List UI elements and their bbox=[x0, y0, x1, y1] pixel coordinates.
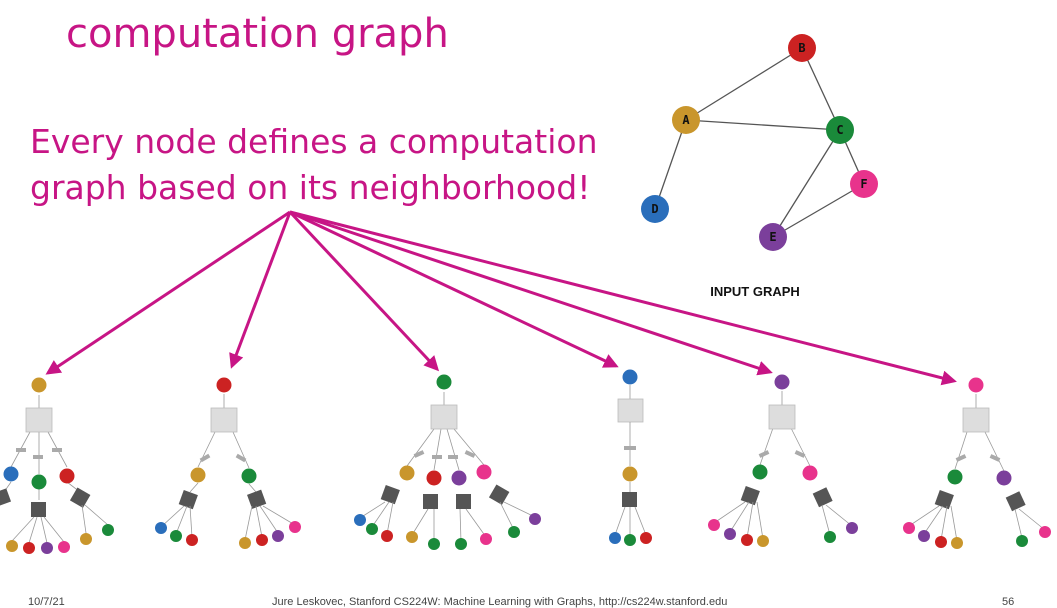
arrow-to-tree-c bbox=[288, 210, 440, 372]
node-label-a: A bbox=[682, 113, 690, 127]
node-label-c: C bbox=[836, 123, 843, 137]
slide-title: computation graph bbox=[66, 11, 449, 57]
computation-tree-d bbox=[609, 369, 652, 546]
computation-tree-b bbox=[155, 377, 301, 549]
computation-tree-f bbox=[903, 377, 1051, 549]
computation-trees bbox=[0, 369, 1051, 554]
footer-date: 10/7/21 bbox=[28, 596, 65, 608]
edge-c-e bbox=[772, 129, 841, 238]
node-label-f: F bbox=[860, 177, 867, 191]
subtitle-line-2: graph based on its neighborhood! bbox=[30, 168, 591, 207]
edge-a-b bbox=[685, 47, 803, 121]
computation-tree-e bbox=[708, 374, 858, 547]
node-label-e: E bbox=[769, 230, 776, 244]
edge-a-d bbox=[654, 119, 687, 210]
computation-tree-a bbox=[0, 377, 114, 554]
arrow-to-tree-e bbox=[289, 210, 773, 376]
pointer-arrows bbox=[45, 210, 957, 386]
input-node-d: D bbox=[641, 195, 669, 223]
edge-a-c bbox=[685, 119, 841, 131]
arrow-to-tree-d bbox=[289, 210, 619, 368]
input-node-c: C bbox=[826, 116, 854, 144]
input-node-a: A bbox=[672, 106, 700, 134]
input-node-e: E bbox=[759, 223, 787, 251]
input-node-f: F bbox=[850, 170, 878, 198]
node-label-b: B bbox=[798, 41, 805, 55]
input-graph: B A C F D E INPUT GRAPH bbox=[641, 34, 878, 299]
arrow-to-tree-f bbox=[289, 210, 957, 386]
footer-page-number: 56 bbox=[1002, 596, 1015, 608]
input-graph-label: INPUT GRAPH bbox=[710, 284, 800, 299]
input-graph-edges bbox=[654, 47, 865, 238]
node-label-d: D bbox=[651, 202, 658, 216]
edge-b-c bbox=[801, 47, 841, 131]
input-node-b: B bbox=[788, 34, 816, 62]
edge-e-f bbox=[772, 183, 865, 238]
arrow-to-tree-b bbox=[229, 211, 292, 369]
arrow-to-tree-a bbox=[45, 210, 291, 375]
computation-tree-c bbox=[354, 374, 541, 550]
footer-citation: Jure Leskovec, Stanford CS224W: Machine … bbox=[272, 596, 728, 608]
subtitle-line-1: Every node defines a computation bbox=[30, 122, 598, 161]
